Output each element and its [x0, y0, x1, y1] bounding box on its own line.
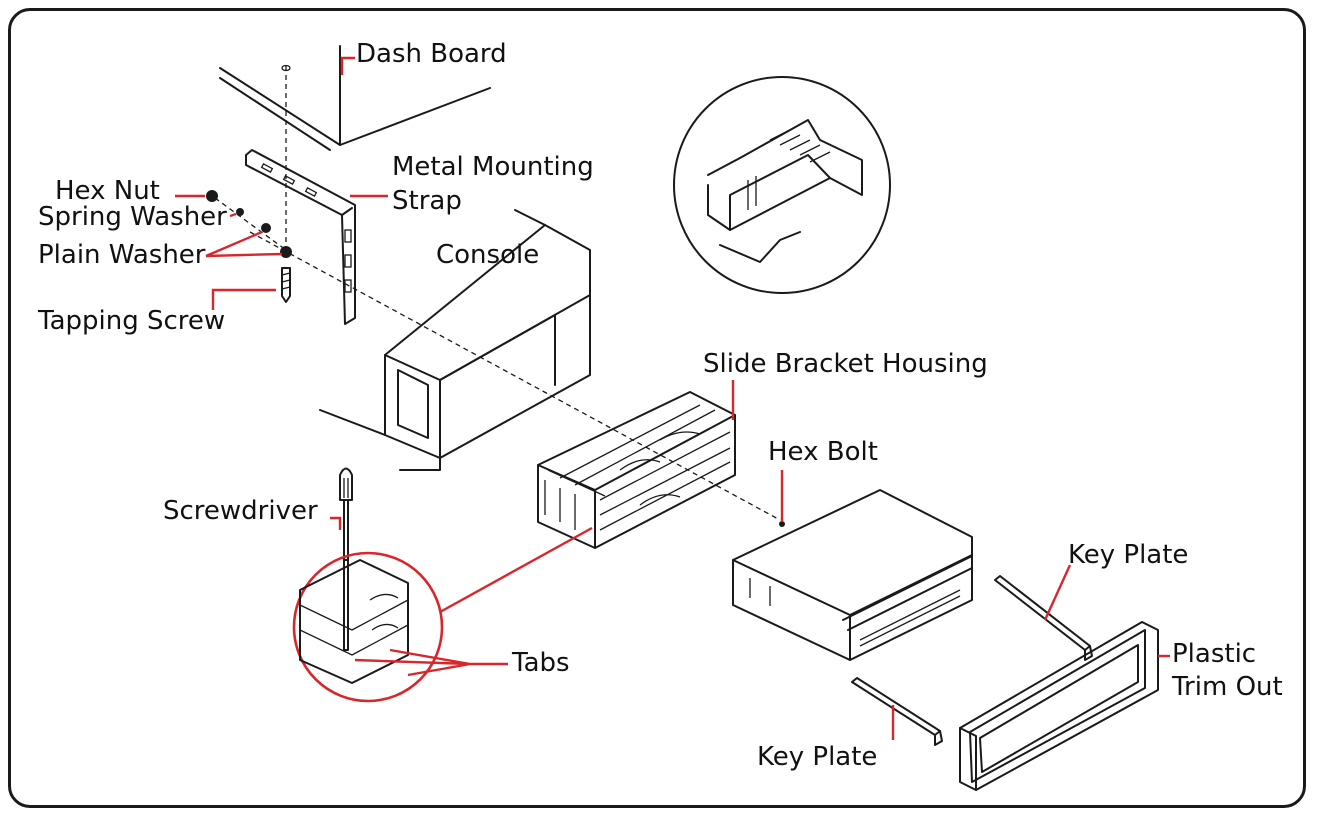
- label-screwdriver: Screwdriver: [163, 496, 318, 526]
- label-dash-board: Dash Board: [356, 39, 507, 69]
- head-unit-drawing: [732, 489, 973, 661]
- leader-inset-connector: [439, 526, 593, 614]
- screwdriver-drawing: [339, 467, 353, 561]
- leader-screwdriver: [330, 516, 342, 530]
- label-spring-washer: Spring Washer: [38, 202, 227, 232]
- plain-washer-part: [261, 223, 271, 233]
- leader-tabs: [354, 648, 508, 677]
- key-plate-drawing-top: [994, 575, 1093, 661]
- hex-nut-part: [206, 190, 218, 202]
- plastic-trim-out-drawing: [959, 621, 1159, 791]
- label-hex-nut: Hex Nut: [55, 176, 160, 206]
- inset-detail-top: [673, 76, 891, 294]
- inset-detail-tabs: [292, 551, 444, 703]
- console-drawing: [319, 209, 591, 471]
- label-console: Console: [436, 240, 540, 270]
- label-key-plate-bottom: Key Plate: [757, 742, 878, 772]
- leader-key-plate-top: [1043, 564, 1072, 621]
- metal-mounting-strap-drawing: [245, 149, 356, 325]
- plain-washer-part-2: [280, 246, 292, 258]
- label-hex-bolt: Hex Bolt: [768, 437, 878, 467]
- dash-board-drawing: [219, 45, 491, 151]
- label-tapping-screw: Tapping Screw: [38, 306, 226, 336]
- fastener-hardware: [206, 190, 292, 303]
- leader-tapping-screw: [211, 288, 276, 310]
- leader-spring-washer: [229, 212, 237, 218]
- spring-washer-part: [236, 208, 244, 216]
- label-key-plate-top: Key Plate: [1068, 540, 1189, 570]
- leader-plain-washer: [205, 230, 283, 258]
- tapping-screw-part: [281, 267, 291, 303]
- assembly-axis-line: [249, 231, 781, 521]
- slide-bracket-housing-drawing: [537, 391, 736, 549]
- leader-dash-board: [340, 56, 355, 75]
- label-metal-mounting-strap-line1: Metal Mounting: [392, 152, 594, 182]
- label-plain-washer: Plain Washer: [38, 240, 206, 270]
- label-plastic-trim-out-line1: Plastic: [1172, 639, 1257, 669]
- label-plastic-trim-out-line2: Trim Out: [1172, 672, 1283, 702]
- label-metal-mounting-strap-line2: Strap: [392, 186, 462, 216]
- label-slide-bracket-housing: Slide Bracket Housing: [703, 349, 988, 379]
- key-plate-drawing-bottom: [851, 677, 943, 746]
- leader-lines: [175, 56, 1170, 740]
- label-tabs: Tabs: [512, 648, 570, 678]
- dash-hole: [281, 64, 291, 72]
